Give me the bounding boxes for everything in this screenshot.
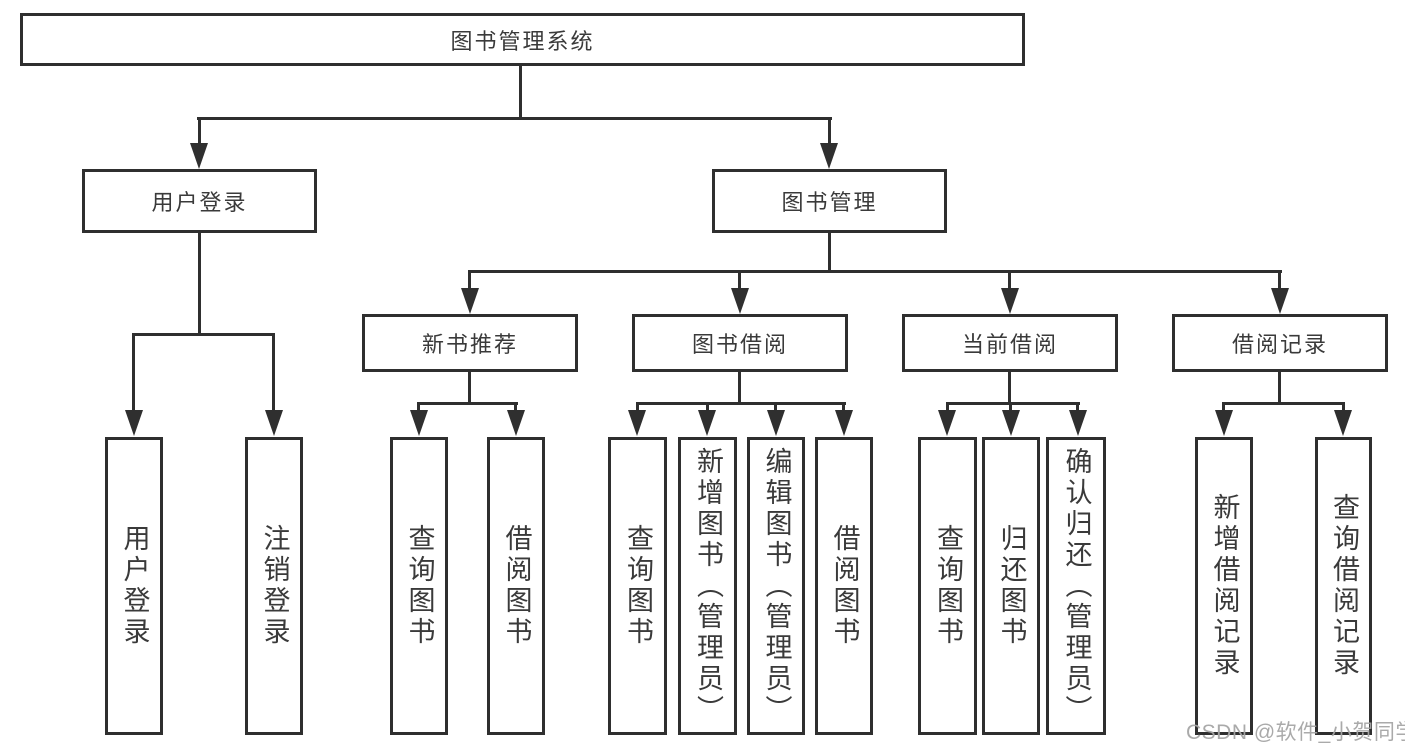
leaf-add-borrow-record: 新增借阅记录 [1195,437,1253,735]
arrow-down-icon [835,410,853,436]
arrow-down-icon [731,288,749,314]
node-library-system: 图书管理系统 [20,13,1025,66]
connector-line [514,402,517,413]
connector-line [1342,402,1345,413]
connector-line [1008,270,1011,290]
connector-line [132,333,135,413]
arrow-down-icon [698,410,716,436]
connector-line [1008,371,1011,404]
connector-line [1278,270,1281,290]
leaf-logout: 注销登录 [245,437,303,735]
node-book-borrowing-label: 图书借阅 [691,332,788,357]
connector-line [468,371,471,404]
connector-line [1222,402,1225,413]
connector-line [197,117,832,120]
leaf-borrow-books-recommend: 借阅图书 [487,437,545,735]
connector-line [946,402,1080,405]
connector-line [706,402,709,413]
leaf-user-login-label: 用户登录 [119,524,150,648]
connector-line [519,66,522,119]
arrow-down-icon [767,410,785,436]
arrow-down-icon [125,410,143,436]
arrow-down-icon [1215,410,1233,436]
connector-line [842,402,845,413]
arrow-down-icon [507,410,525,436]
arrow-down-icon [1069,410,1087,436]
arrow-down-icon [820,143,838,169]
arrow-down-icon [1002,410,1020,436]
leaf-add-borrow-record-label: 新增借阅记录 [1209,493,1240,679]
connector-line [738,371,741,404]
leaf-borrow-books-borrowing: 借阅图书 [815,437,873,735]
leaf-user-login: 用户登录 [105,437,163,735]
arrow-down-icon [265,410,283,436]
connector-line [468,270,1282,273]
node-new-book-recommend: 新书推荐 [362,314,578,372]
node-user-login-label: 用户登录 [151,190,248,215]
connector-line [636,402,846,405]
node-current-borrowing: 当前借阅 [902,314,1118,372]
connector-line [1222,402,1345,405]
leaf-return-books-label: 归还图书 [996,524,1027,648]
arrow-down-icon [410,410,428,436]
node-library-system-label: 图书管理系统 [450,28,595,54]
connector-line [774,402,777,413]
leaf-search-books-current: 查询图书 [918,437,977,735]
node-book-management-label: 图书管理 [781,190,878,215]
leaf-return-books: 归还图书 [982,437,1040,735]
arrow-down-icon [628,410,646,436]
arrow-down-icon [1334,410,1352,436]
connector-line [417,402,518,405]
connector-line [1076,402,1079,413]
arrow-down-icon [1271,288,1289,314]
leaf-confirm-return-admin: 确认归还（管理员） [1046,437,1106,735]
arrow-down-icon [190,143,208,169]
leaf-search-books-current-label: 查询图书 [933,524,963,648]
connector-line [132,333,275,336]
connector-line [828,232,831,273]
node-new-book-recommend-label: 新书推荐 [421,332,518,357]
leaf-search-books-borrowing-label: 查询图书 [623,524,653,648]
connector-line [738,270,741,290]
leaf-search-borrow-record: 查询借阅记录 [1315,437,1372,735]
leaf-edit-books-admin-label: 编辑图书（管理员） [761,446,792,726]
node-borrowing-records-label: 借阅记录 [1231,332,1328,357]
connector-line [198,232,201,336]
leaf-search-books-recommend-label: 查询图书 [404,524,435,648]
node-current-borrowing-label: 当前借阅 [961,332,1058,357]
leaf-search-books-borrowing: 查询图书 [608,437,667,735]
connector-line [468,270,471,290]
leaf-borrow-books-recommend-label: 借阅图书 [501,524,532,648]
leaf-add-books-admin: 新增图书（管理员） [678,437,737,735]
csdn-watermark: CSDN @软件_小贺同学 [1186,721,1405,744]
leaf-borrow-books-borrowing-label: 借阅图书 [829,524,860,648]
node-borrowing-records: 借阅记录 [1172,314,1388,372]
connector-line [636,402,639,413]
leaf-search-borrow-record-label: 查询借阅记录 [1329,493,1359,679]
node-book-borrowing: 图书借阅 [632,314,848,372]
arrow-down-icon [461,288,479,314]
connector-line [1009,402,1012,413]
leaf-confirm-return-admin-label: 确认归还（管理员） [1061,446,1092,726]
leaf-edit-books-admin: 编辑图书（管理员） [747,437,805,735]
connector-line [828,117,831,145]
leaf-add-books-admin-label: 新增图书（管理员） [693,446,723,726]
connector-line [198,117,201,145]
connector-line [272,333,275,413]
node-user-login: 用户登录 [82,169,317,233]
arrow-down-icon [938,410,956,436]
arrow-down-icon [1001,288,1019,314]
leaf-search-books-recommend: 查询图书 [390,437,448,735]
connector-line [946,402,949,413]
node-book-management: 图书管理 [712,169,947,233]
connector-line [417,402,420,413]
connector-line [1278,371,1281,404]
leaf-logout-label: 注销登录 [259,524,290,648]
